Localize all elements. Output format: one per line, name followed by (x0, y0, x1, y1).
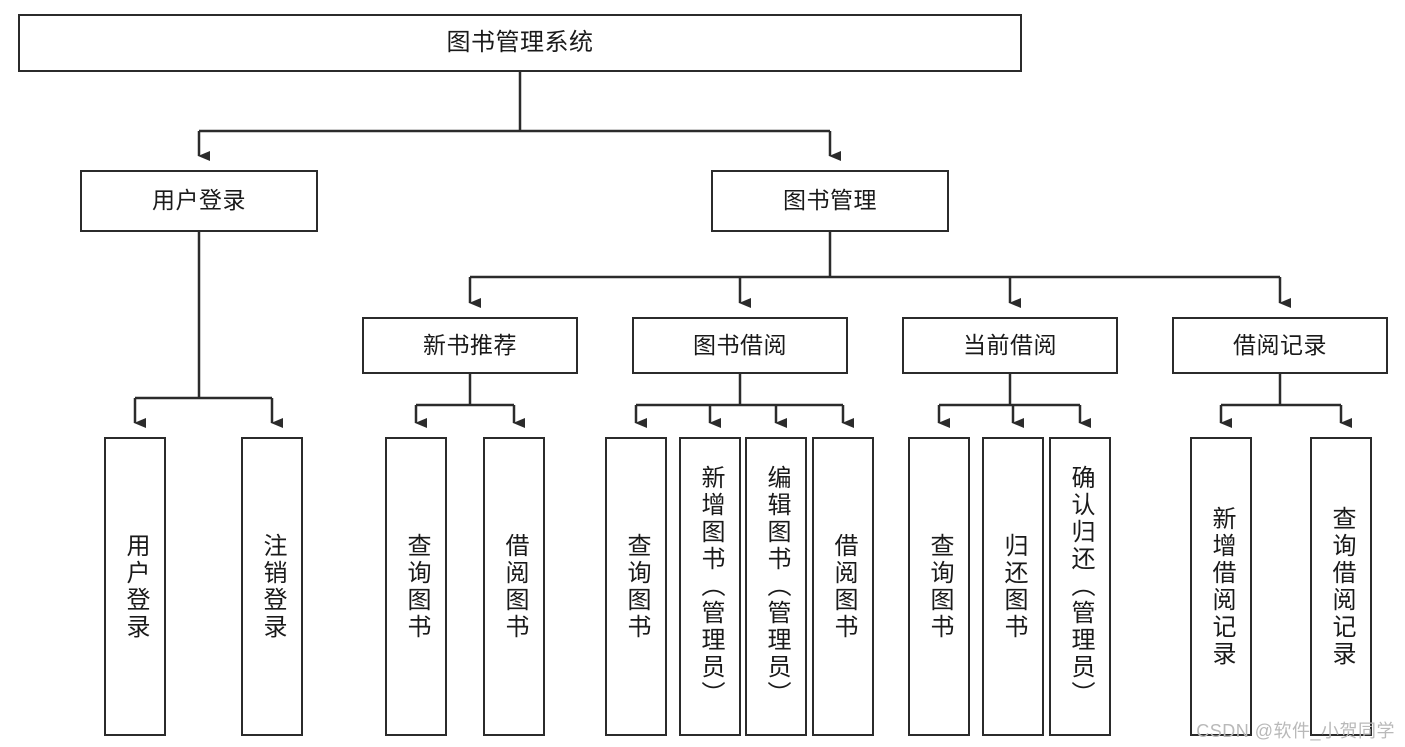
node-label: 借阅图书 (830, 532, 857, 641)
node-label: 借阅图书 (501, 532, 528, 641)
node-leaf-query-book-current[interactable]: 查询图书 (908, 437, 970, 736)
node-leaf-confirm-return-admin[interactable]: 确认归还（管理员） (1049, 437, 1111, 736)
node-label: 编辑图书（管理员） (763, 465, 790, 708)
node-label: 图书管理系统 (446, 28, 594, 56)
node-label: 当前借阅 (963, 331, 1057, 358)
node-label: 注销登录 (259, 532, 286, 641)
node-leaf-query-borrow-record[interactable]: 查询借阅记录 (1310, 437, 1372, 736)
node-leaf-add-borrow-record[interactable]: 新增借阅记录 (1190, 437, 1252, 736)
node-label: 新书推荐 (423, 331, 517, 358)
node-leaf-logout[interactable]: 注销登录 (241, 437, 303, 736)
node-label: 查询图书 (623, 532, 650, 641)
node-leaf-borrow-book-rec[interactable]: 借阅图书 (483, 437, 545, 736)
node-label: 借阅记录 (1233, 331, 1327, 358)
node-label: 用户登录 (122, 532, 149, 641)
node-leaf-borrow-book[interactable]: 借阅图书 (812, 437, 874, 736)
node-leaf-user-login[interactable]: 用户登录 (104, 437, 166, 736)
node-leaf-return-book[interactable]: 归还图书 (982, 437, 1044, 736)
node-leaf-edit-book-admin[interactable]: 编辑图书（管理员） (745, 437, 807, 736)
node-level3-borrow-record[interactable]: 借阅记录 (1172, 317, 1388, 374)
node-level2-book-management[interactable]: 图书管理 (711, 170, 949, 232)
node-label: 归还图书 (1000, 532, 1027, 641)
node-level3-current-borrow[interactable]: 当前借阅 (902, 317, 1118, 374)
node-leaf-query-book-rec[interactable]: 查询图书 (385, 437, 447, 736)
node-label: 查询图书 (403, 532, 430, 641)
node-label: 图书借阅 (693, 331, 787, 358)
node-label: 确认归还（管理员） (1067, 465, 1094, 708)
node-label: 查询借阅记录 (1328, 505, 1355, 668)
node-level3-book-borrow[interactable]: 图书借阅 (632, 317, 848, 374)
node-level2-user-login[interactable]: 用户登录 (80, 170, 318, 232)
node-label: 用户登录 (152, 187, 246, 214)
node-root[interactable]: 图书管理系统 (18, 14, 1022, 72)
node-label: 新增图书（管理员） (697, 465, 724, 708)
node-level3-new-book-recommend[interactable]: 新书推荐 (362, 317, 578, 374)
node-label: 图书管理 (783, 187, 877, 214)
node-label: 新增借阅记录 (1208, 505, 1235, 668)
node-leaf-add-book-admin[interactable]: 新增图书（管理员） (679, 437, 741, 736)
node-leaf-query-book-borrow[interactable]: 查询图书 (605, 437, 667, 736)
watermark-text: CSDN @软件_小贺同学 (1196, 721, 1395, 741)
node-label: 查询图书 (926, 532, 953, 641)
